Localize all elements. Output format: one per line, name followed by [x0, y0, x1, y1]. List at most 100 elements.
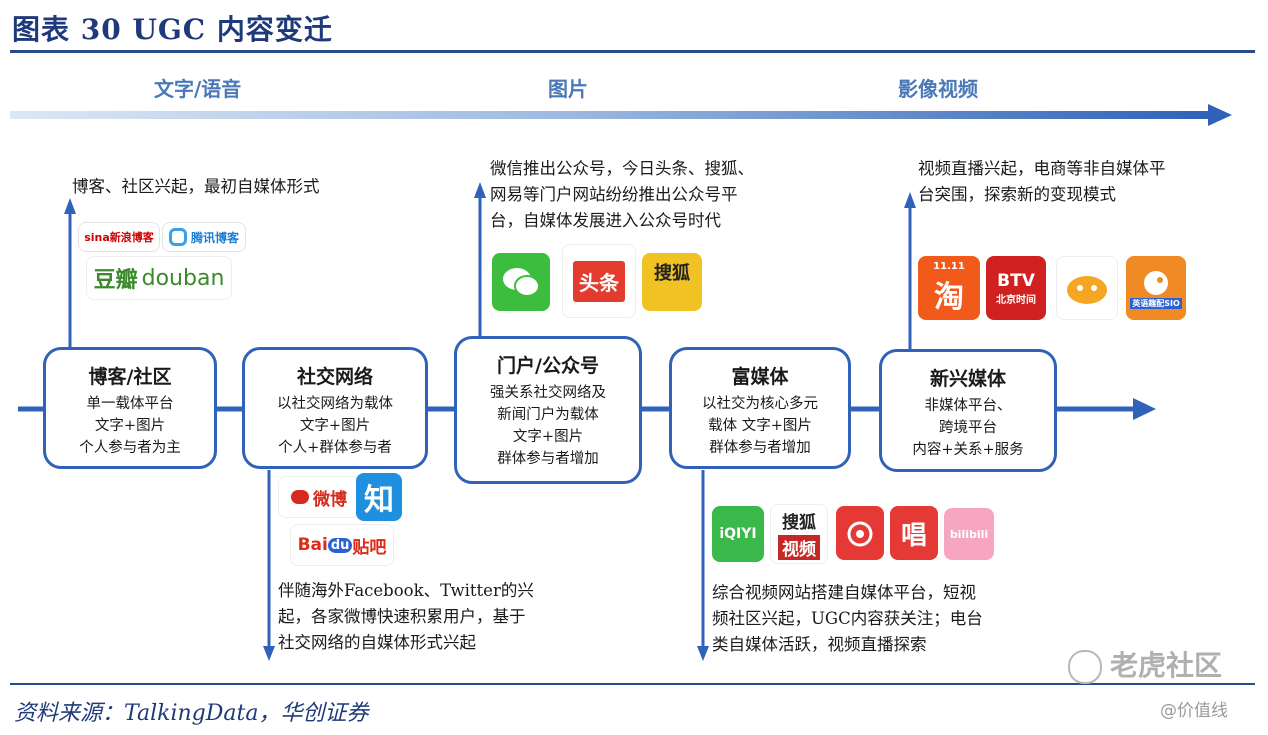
- sohu-video-text-a: 搜狐: [782, 513, 816, 533]
- netease-music-icon: [847, 521, 873, 547]
- watermark-sub: @价值线: [1160, 701, 1228, 721]
- weibo-eye-icon: [291, 490, 309, 504]
- desc-line: 起，各家微博快速积累用户，基于: [278, 607, 526, 626]
- node-line: 个人+群体参与者: [278, 440, 392, 456]
- wechat-icon: [503, 268, 540, 297]
- watermark-icon: [1068, 650, 1102, 684]
- era-label-image: 图片: [548, 77, 588, 101]
- baidu-paw-icon: du: [327, 537, 353, 553]
- node-line: 新闻门户为载体: [497, 407, 599, 423]
- huya-icon: [1067, 276, 1107, 304]
- sina-blog-logo: sina新浪博客: [78, 222, 160, 252]
- node-line: 强关系社交网络及: [490, 385, 606, 401]
- desc-line: 博客、社区兴起，最初自媒体形式: [72, 177, 320, 196]
- source-note: 资料来源：TalkingData，华创证券: [14, 701, 369, 726]
- huya-live-logo: [1056, 256, 1118, 320]
- desc-blog: 博客、社区兴起，最初自媒体形式: [72, 174, 320, 200]
- desc-line: 伴随海外Facebook、Twitter的兴: [278, 581, 534, 600]
- desc-line: 台，自媒体发展进入公众号时代: [490, 211, 721, 230]
- node-line: 文字+图片: [299, 418, 371, 434]
- wechat-logo: [492, 253, 550, 311]
- desc-social: 伴随海外Facebook、Twitter的兴 起，各家微博快速积累用户，基于 社…: [278, 578, 534, 656]
- baidu-text-a: Bai: [297, 535, 328, 555]
- era-arrow-bar: [10, 111, 1210, 119]
- watermark-brand: 老虎社区: [1068, 644, 1222, 684]
- desc-line: 台突围，探索新的变现模式: [918, 185, 1116, 204]
- desc-portal: 微信推出公众号，今日头条、搜狐、 网易等门户网站纷纷推出公众号平 台，自媒体发展…: [490, 156, 754, 234]
- sohu-logo: 搜狐: [642, 253, 702, 311]
- douban-logo: 豆瓣 douban: [86, 256, 232, 300]
- btv-text-b: 北京时间: [996, 294, 1036, 306]
- toutiao-logo-text: 头条: [573, 260, 625, 302]
- node-emerging-media: 新兴媒体 非媒体平台、 跨境平台 内容+关系+服务: [879, 349, 1057, 472]
- desc-line: 微信推出公众号，今日头条、搜狐、: [490, 159, 754, 178]
- era-arrow-head: [1208, 104, 1232, 126]
- node-line: 群体参与者增加: [709, 440, 811, 456]
- node-portal-official-account: 门户/公众号 强关系社交网络及 新闻门户为载体 文字+图片 群体参与者增加: [454, 336, 642, 484]
- douban-cn-text: 豆瓣: [93, 268, 138, 293]
- zhihu-logo: 知: [356, 473, 402, 521]
- desc-line: 社交网络的自媒体形式兴起: [278, 633, 476, 652]
- node-line: 群体参与者增加: [497, 451, 599, 467]
- desc-line: 综合视频网站搭建自媒体平台，短视: [712, 583, 976, 602]
- connector-social-head: [263, 646, 275, 661]
- desc-line: 网易等门户网站纷纷推出公众号平: [490, 185, 738, 204]
- node-blog-community: 博客/社区 单一载体平台 文字+图片 个人参与者为主: [43, 347, 217, 469]
- era-label-text-voice: 文字/语音: [154, 77, 242, 101]
- node-title: 富媒体: [731, 366, 789, 388]
- node-line: 个人参与者为主: [79, 440, 181, 456]
- node-title: 博客/社区: [88, 366, 172, 388]
- node-line: 以社交为核心多元: [702, 396, 818, 412]
- tencent-blog-logo: 腾讯博客: [162, 222, 246, 252]
- node-title: 新兴媒体: [929, 368, 1006, 390]
- timeline-arrow-head: [1133, 398, 1156, 420]
- node-rich-media: 富媒体 以社交为核心多元 载体 文字+图片 群体参与者增加: [669, 347, 851, 469]
- figure-title: 图表 30 UGC 内容变迁: [12, 13, 333, 46]
- connector-blog-head: [64, 198, 76, 214]
- sohu-video-logo: 搜狐 视频: [770, 504, 828, 564]
- node-social-network: 社交网络 以社交网络为载体 文字+图片 个人+群体参与者: [242, 347, 428, 469]
- taobao-logo: 11.11 淘: [918, 256, 980, 320]
- era-label-video: 影像视频: [898, 77, 978, 101]
- weibo-logo-text: 微博: [313, 489, 347, 510]
- baidu-tieba-logo: Bai du 贴吧: [290, 524, 394, 566]
- node-line: 文字+图片: [512, 429, 584, 445]
- node-line: 以社交网络为载体: [277, 396, 393, 412]
- english-dubbing-logo: 英语趣配SIO: [1126, 256, 1186, 320]
- connector-portal-head: [474, 182, 486, 198]
- node-title: 社交网络: [296, 366, 373, 388]
- desc-line: 类自媒体活跃，视频直播探索: [712, 635, 927, 654]
- node-title: 门户/公众号: [497, 355, 599, 377]
- tencent-icon: [168, 228, 187, 246]
- connector-emerging-head: [904, 192, 916, 208]
- node-line: 跨境平台: [939, 420, 997, 436]
- btv-logo: BTV 北京时间: [986, 256, 1046, 320]
- baidu-text-c: 贴吧: [352, 537, 387, 558]
- desc-emerging: 视频直播兴起，电商等非自媒体平 台突围，探索新的变现模式: [918, 156, 1166, 208]
- node-line: 文字+图片: [94, 418, 166, 434]
- desc-line: 视频直播兴起，电商等非自媒体平: [918, 159, 1166, 178]
- source-rule: [10, 683, 1255, 685]
- weibo-logo: 微博: [278, 476, 360, 518]
- tencent-logo-text: 腾讯博客: [190, 230, 239, 245]
- node-line: 内容+关系+服务: [912, 442, 1024, 458]
- sohu-video-text-b: 视频: [778, 535, 820, 560]
- taobao-logo-text: 淘: [934, 279, 964, 315]
- douban-en-text: douban: [141, 265, 225, 291]
- watermark-brand-text: 老虎社区: [1110, 649, 1223, 682]
- node-line: 单一载体平台: [86, 396, 174, 412]
- node-line: 非媒体平台、: [924, 398, 1012, 414]
- netease-music-logo: [836, 506, 884, 560]
- toutiao-logo: 头条: [562, 244, 636, 318]
- connector-rich-head: [697, 646, 709, 661]
- english-dubbing-text: 英语趣配SIO: [1130, 297, 1182, 309]
- btv-text-a: BTV: [997, 270, 1035, 291]
- desc-line: 频社区兴起，UGC内容获关注；电台: [712, 609, 983, 628]
- iqiyi-logo: iQIYI: [712, 506, 764, 562]
- taobao-top-text: 11.11: [933, 260, 965, 272]
- title-rule: [10, 50, 1255, 53]
- desc-rich: 综合视频网站搭建自媒体平台，短视 频社区兴起，UGC内容获关注；电台 类自媒体活…: [712, 580, 983, 658]
- bird-icon: [1144, 270, 1168, 295]
- changba-logo: 唱: [890, 506, 938, 560]
- bilibili-logo: bilibili: [944, 508, 994, 560]
